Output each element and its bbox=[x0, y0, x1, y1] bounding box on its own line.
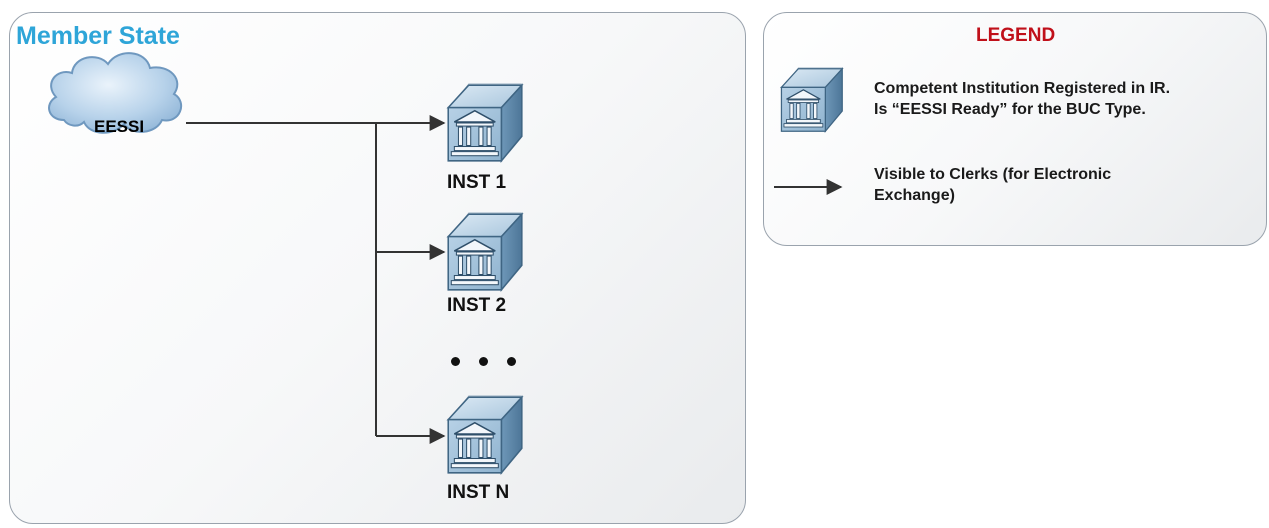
eessi-label: EESSI bbox=[94, 117, 145, 136]
legend-arrow-description: Visible to Clerks (for Electronic Exchan… bbox=[874, 164, 1111, 206]
institution-server-icon bbox=[438, 206, 530, 298]
inst-n-label: INST N bbox=[447, 482, 510, 503]
inst-1-label: INST 1 bbox=[447, 172, 507, 193]
cloud-icon bbox=[48, 52, 183, 134]
legend-institution-server-icon bbox=[773, 62, 849, 138]
legend-arrow-line-1: Visible to Clerks (for Electronic bbox=[874, 166, 1112, 183]
ellipsis-dot bbox=[479, 357, 488, 366]
legend-title: LEGEND bbox=[976, 25, 1056, 46]
member-state-title: Member State bbox=[16, 22, 180, 50]
ellipsis-dot bbox=[451, 357, 460, 366]
legend-institution-description: Competent Institution Registered in IR. … bbox=[874, 78, 1170, 120]
ellipsis-dot bbox=[507, 357, 516, 366]
inst-2-label: INST 2 bbox=[447, 295, 507, 316]
legend-panel bbox=[763, 12, 1267, 246]
institution-server-icon bbox=[438, 389, 530, 481]
legend-arrow-line-2: Exchange) bbox=[874, 187, 955, 204]
legend-institution-line-2: Is “EESSI Ready” for the BUC Type. bbox=[874, 101, 1146, 118]
legend-institution-line-1: Competent Institution Registered in IR. bbox=[874, 80, 1171, 97]
institution-server-icon bbox=[438, 77, 530, 169]
